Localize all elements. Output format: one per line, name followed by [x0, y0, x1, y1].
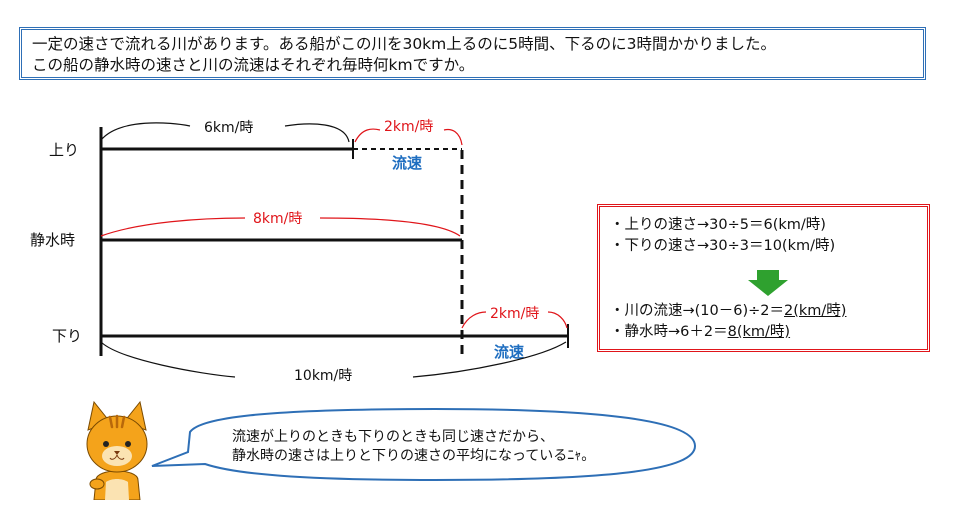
calc-current-prefix: ・川の流速→(10－6)÷2＝: [610, 303, 785, 319]
down-current-brace: [461, 311, 568, 329]
cat-eye-right: [125, 441, 131, 447]
speech-bubble: [151, 407, 697, 482]
down-current-label: 2km/時: [490, 306, 539, 322]
still-speed-brace: [100, 217, 461, 237]
down-arrow-icon: [748, 270, 788, 296]
problem-line-2: この船の静水時の速さと川の流速はそれぞれ毎時何kmですか。: [32, 56, 475, 74]
up-speed-brace: [100, 122, 350, 143]
up-speed-label: 6km/時: [204, 120, 253, 136]
calculation-box: ・上りの速さ→30÷5＝6(km/時) ・下りの速さ→30÷3＝10(km/時)…: [597, 204, 930, 352]
problem-line-1: 一定の速さで流れる川があります。ある船がこの川を30km上るのに5時間、下るのに…: [32, 35, 776, 53]
row-label-still: 静水時: [30, 231, 75, 249]
still-speed-label: 8km/時: [253, 211, 302, 227]
calc-current-answer: 2(km/時): [784, 303, 847, 319]
down-speed-label: 10km/時: [294, 368, 352, 384]
up-current-brace: [354, 128, 463, 146]
up-current-label: 2km/時: [384, 119, 433, 135]
calc-line-down: ・下りの速さ→30÷3＝10(km/時): [610, 238, 836, 254]
speech-line-1: 流速が上りのときも下りのときも同じ速さだから、: [232, 429, 554, 445]
row-label-up: 上り: [49, 141, 79, 159]
down-speed-brace: [100, 341, 567, 378]
calc-line-current: ・川の流速→(10－6)÷2＝2(km/時): [610, 301, 927, 322]
calc-line-still: ・静水時→6＋2＝8(km/時): [610, 322, 927, 343]
speech-text: 流速が上りのときも下りのときも同じ速さだから、 静水時の速さは上りと下りの速さの…: [232, 428, 595, 466]
calc-still-answer: 8(km/時): [727, 324, 791, 340]
calc-arrow-area: [610, 257, 927, 301]
down-current-name: 流速: [494, 343, 524, 361]
row-label-down: 下り: [52, 327, 82, 345]
calc-line-up: ・上りの速さ→30÷5＝6(km/時): [610, 217, 826, 233]
speech-line-2: 静水時の速さは上りと下りの速さの平均になっているﾆｬ。: [232, 448, 596, 464]
cat-illustration: [86, 400, 148, 500]
calc-still-prefix: ・静水時→6＋2＝: [610, 324, 728, 340]
problem-box: 一定の速さで流れる川があります。ある船がこの川を30km上るのに5時間、下るのに…: [19, 27, 926, 80]
up-current-name: 流速: [392, 154, 422, 172]
cat-eye-left: [103, 441, 109, 447]
